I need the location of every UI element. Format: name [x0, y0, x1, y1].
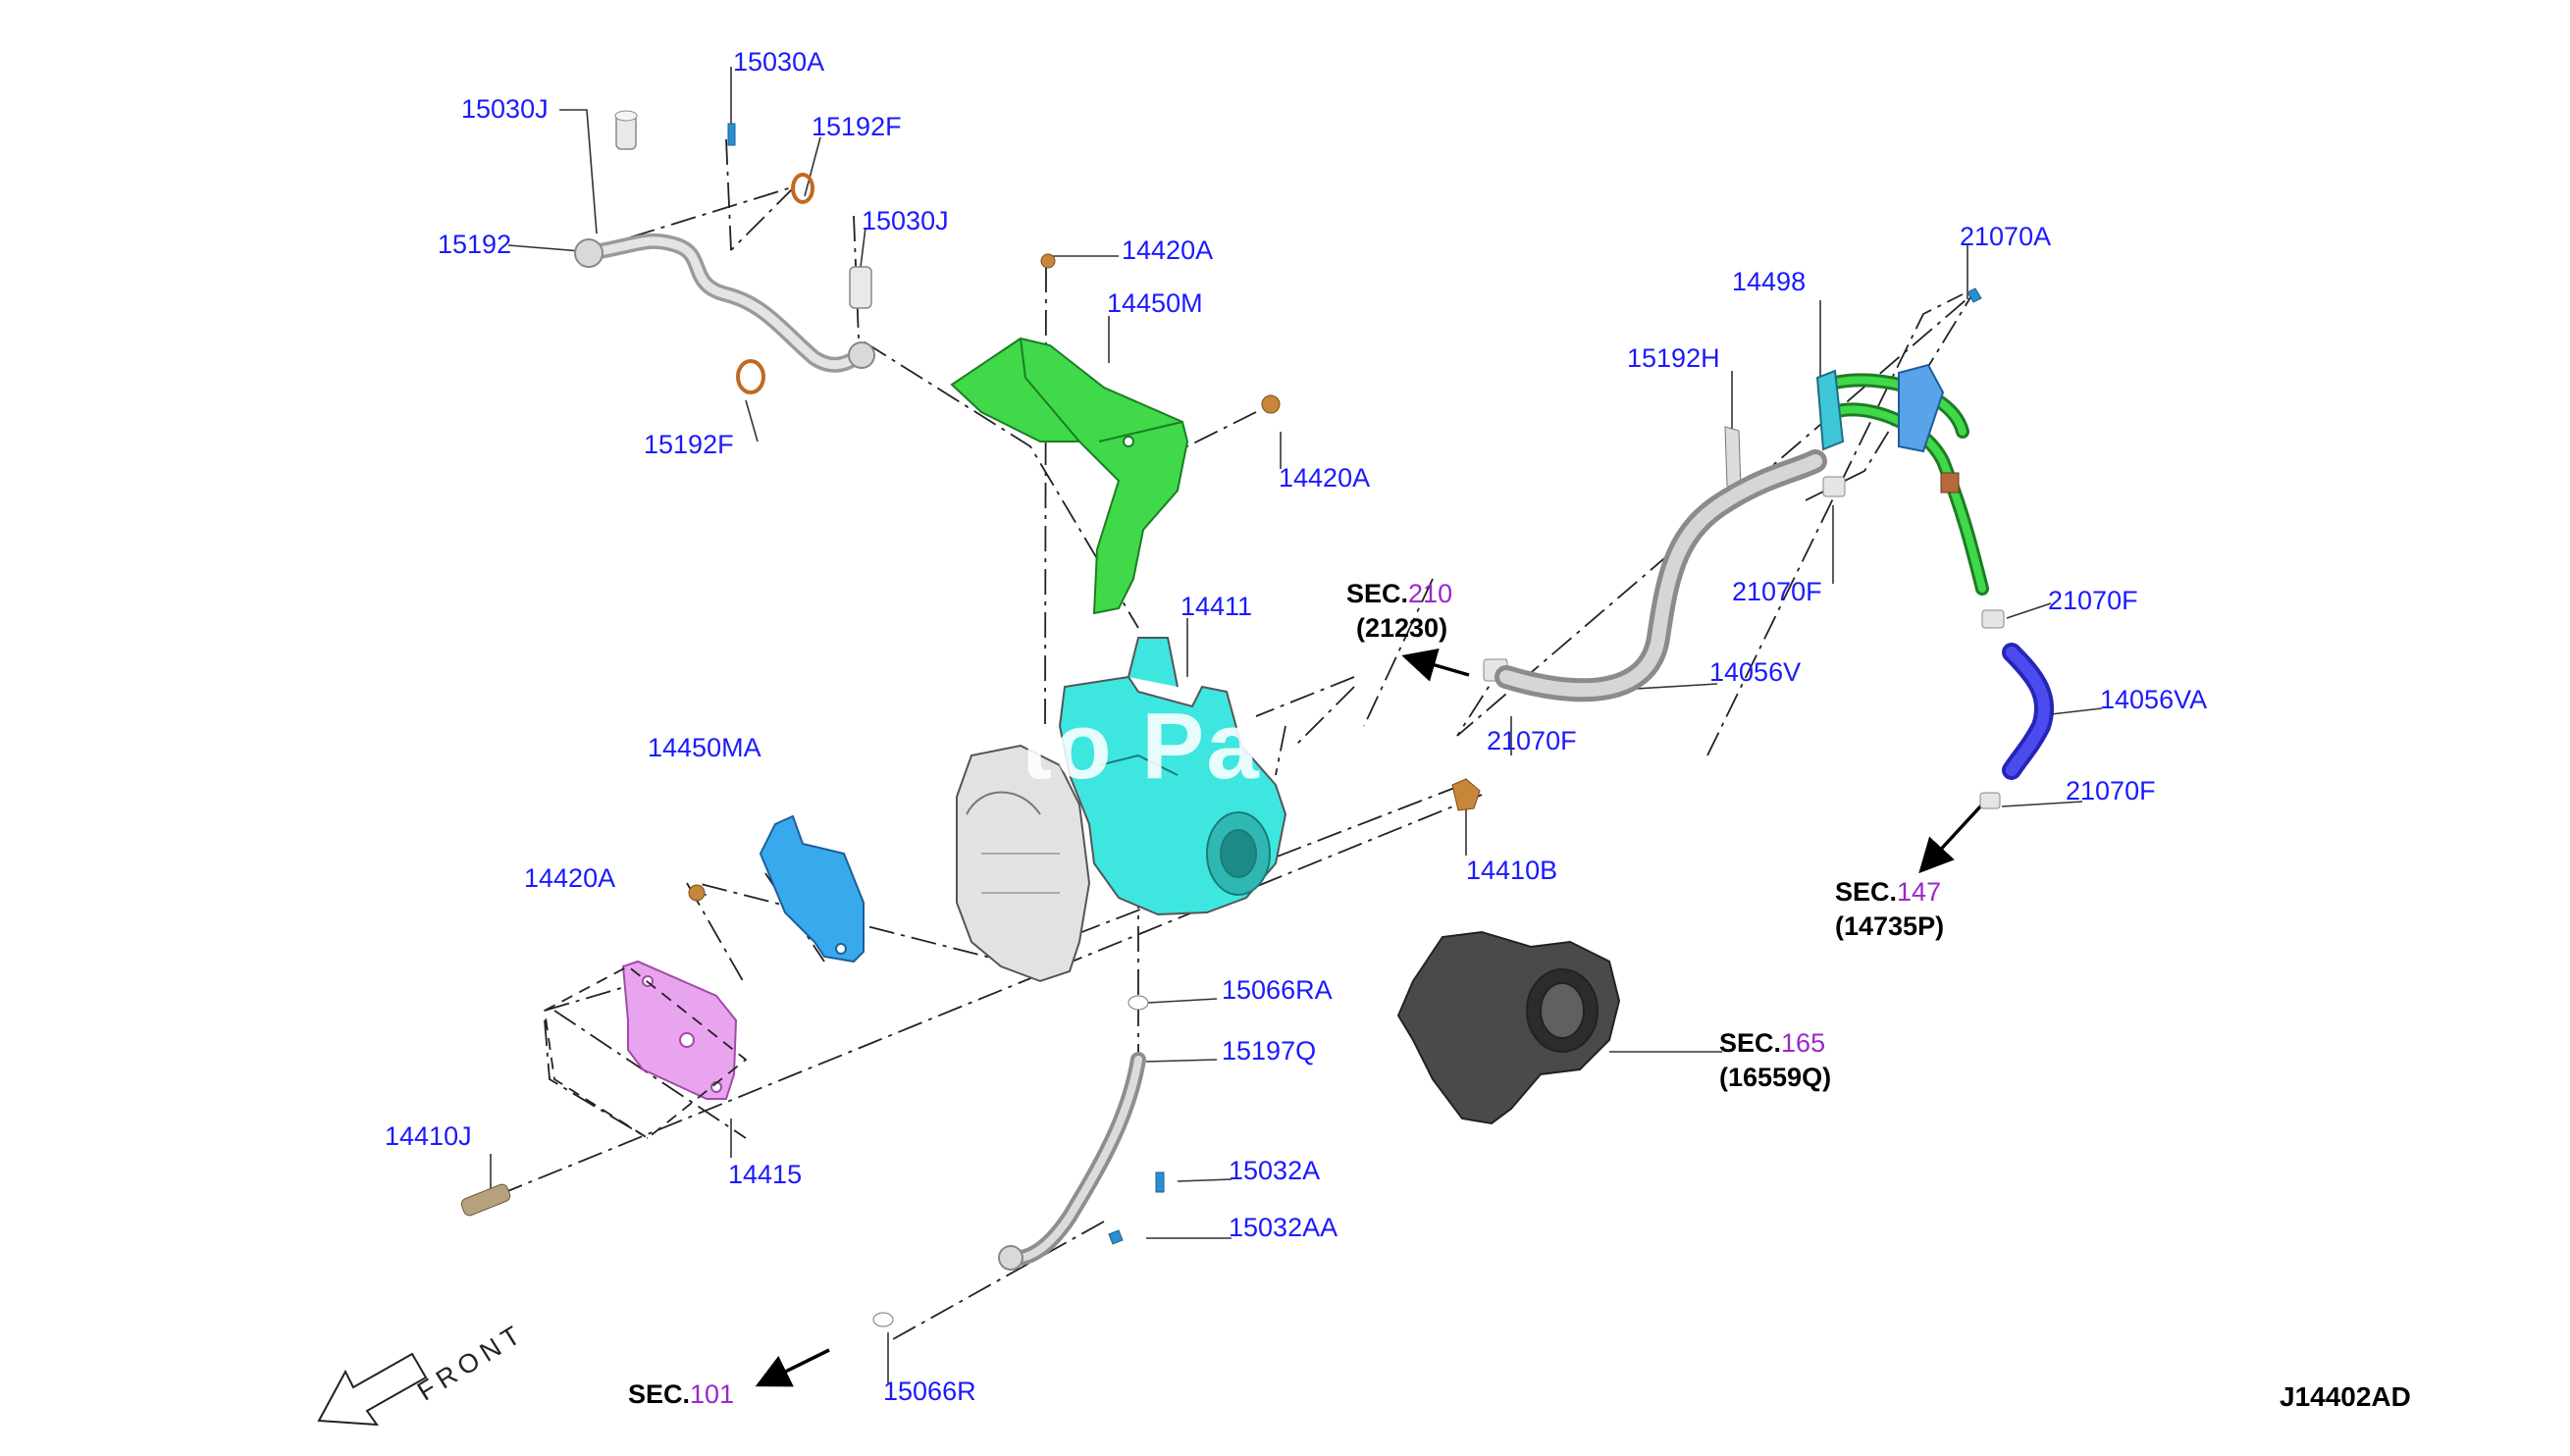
section-number: 147: [1897, 877, 1942, 907]
oil-drain-pipe: [998, 1052, 1146, 1271]
diagram-reference-code: J14402AD: [2280, 1381, 2411, 1412]
dash-dot-guides: [504, 138, 1973, 1340]
part-label-15192H[interactable]: 15192H: [1627, 343, 1720, 373]
part-label-21070F[interactable]: 21070F: [1732, 577, 1822, 606]
part-label-21070F[interactable]: 21070F: [2048, 586, 2138, 615]
part-label-14410J[interactable]: 14410J: [385, 1121, 472, 1151]
part-label-14410B[interactable]: 14410B: [1466, 856, 1558, 885]
section-ref-101[interactable]: SEC.101: [628, 1378, 734, 1412]
part-label-15030A[interactable]: 15030A: [733, 47, 825, 77]
section-number: 101: [690, 1379, 735, 1409]
oil-feed-pipe: [574, 233, 875, 373]
part-label-15030J[interactable]: 15030J: [862, 206, 949, 235]
section-prefix: SEC.: [1835, 877, 1898, 907]
gasket-pink: [621, 960, 738, 1100]
section-ref-165[interactable]: SEC.165 (16559Q): [1719, 1026, 1831, 1094]
part-label-14415[interactable]: 14415: [728, 1160, 803, 1189]
section-code: (16559Q): [1719, 1062, 1832, 1092]
part-label-15032AA[interactable]: 15032AA: [1229, 1213, 1338, 1242]
part-label-14420A[interactable]: 14420A: [1279, 463, 1371, 493]
part-label-14450M[interactable]: 14450M: [1107, 288, 1203, 318]
front-arrow-icon: [317, 1352, 428, 1427]
heat-insulator-blue: [759, 814, 865, 963]
part-label-14411[interactable]: 14411: [1180, 592, 1253, 621]
part-label-15192F[interactable]: 15192F: [644, 430, 734, 459]
section-number: 210: [1408, 579, 1453, 608]
section-code: (21230): [1356, 612, 1448, 643]
water-pipe-assembly: [1815, 363, 1989, 596]
watermark-text: to Pa: [1021, 694, 1261, 799]
part-label-15030J[interactable]: 15030J: [461, 94, 549, 124]
part-label-14420A[interactable]: 14420A: [1122, 235, 1214, 265]
part-label-14056VA[interactable]: 14056VA: [2100, 685, 2208, 714]
part-label-21070A[interactable]: 21070A: [1960, 222, 2052, 251]
gasket-outline: [544, 964, 748, 1140]
violet-hose: [2002, 643, 2055, 780]
part-label-14420A[interactable]: 14420A: [524, 863, 616, 893]
part-label-21070F[interactable]: 21070F: [1487, 726, 1577, 755]
section-code: (14735P): [1835, 910, 1945, 941]
part-label-15066RA[interactable]: 15066RA: [1222, 975, 1333, 1005]
label-leaders: [490, 67, 2103, 1383]
part-label-15192F[interactable]: 15192F: [812, 112, 902, 141]
section-prefix: SEC.: [1719, 1028, 1782, 1058]
section-arrows: [755, 649, 1984, 1387]
part-label-14056V[interactable]: 14056V: [1709, 657, 1802, 687]
section-ref-147[interactable]: SEC.147 (14735P): [1835, 875, 1944, 943]
part-label-15192[interactable]: 15192: [438, 230, 512, 259]
turbocharger: [956, 637, 1287, 983]
part-label-15066R[interactable]: 15066R: [883, 1377, 976, 1406]
section-prefix: SEC.: [628, 1379, 691, 1409]
part-label-15197Q[interactable]: 15197Q: [1222, 1036, 1317, 1066]
section-number: 165: [1781, 1028, 1826, 1058]
section-ref-210[interactable]: SEC.210 (21230): [1346, 577, 1452, 645]
section-prefix: SEC.: [1346, 579, 1409, 608]
heat-insulator-green: [950, 337, 1189, 615]
hardware-parts: [460, 110, 2005, 1327]
part-label-21070F[interactable]: 21070F: [2066, 776, 2156, 806]
part-label-14450MA[interactable]: 14450MA: [648, 733, 761, 762]
outlet-elbow: [1396, 930, 1621, 1125]
part-label-14498[interactable]: 14498: [1732, 267, 1807, 296]
part-label-15032A[interactable]: 15032A: [1229, 1156, 1321, 1185]
water-hose: [1495, 449, 1827, 702]
